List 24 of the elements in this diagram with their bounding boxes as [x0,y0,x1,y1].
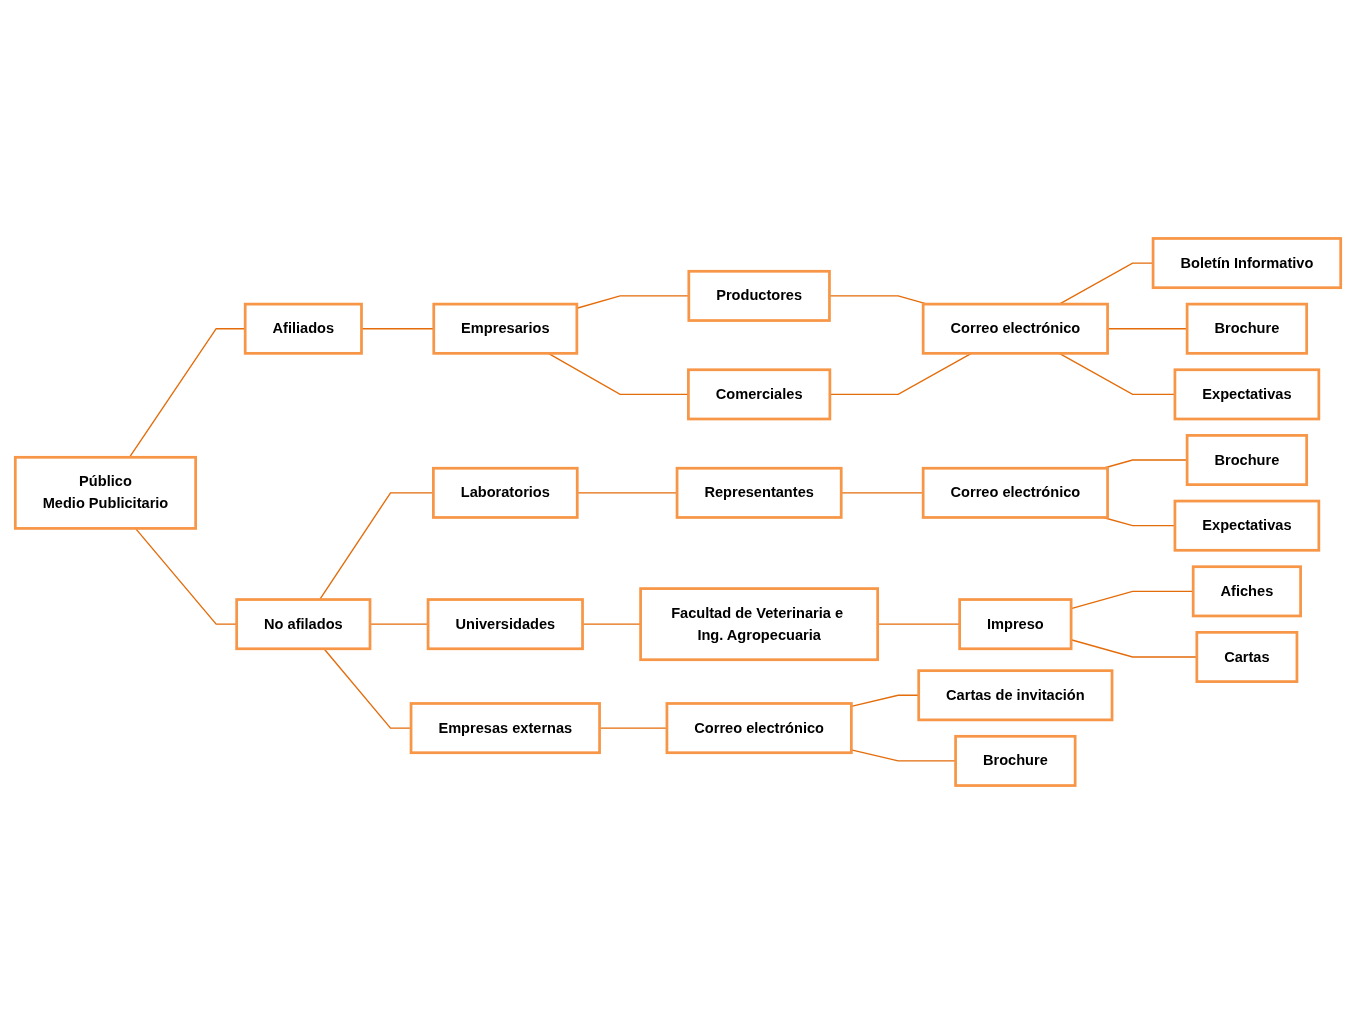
node-box: Laboratorios [432,466,579,519]
node-box: No afilados [235,597,372,650]
node-box: Brochure [954,734,1077,787]
node-box: Afiliados [243,302,363,355]
node-box: Impreso [958,597,1073,650]
node-box: Empresarios [432,302,579,355]
node-box: Universidades [426,597,584,650]
node-box: Público Medio Publicitario [13,455,197,530]
node-box: Productores [687,269,831,322]
node-box: Correo electrónico [921,302,1109,355]
node-box: Boletín Informativo [1151,236,1343,289]
node-box: Cartas [1195,630,1299,683]
node-box: Correo electrónico [921,466,1109,519]
node-box: Expectativas [1173,367,1321,420]
node-box: Correo electrónico [665,701,853,754]
node-box: Empresas externas [409,701,601,754]
node-box: Afiches [1191,564,1302,617]
node-box: Expectativas [1173,499,1321,552]
node-box: Cartas de invitación [917,668,1114,721]
node-box: Comerciales [687,367,832,420]
node-box: Facultad de Veterinaria e Ing. Agropecuaria [639,586,880,661]
node-box: Representantes [675,466,843,519]
node-box: Brochure [1185,302,1309,355]
node-box: Brochure [1185,433,1309,486]
